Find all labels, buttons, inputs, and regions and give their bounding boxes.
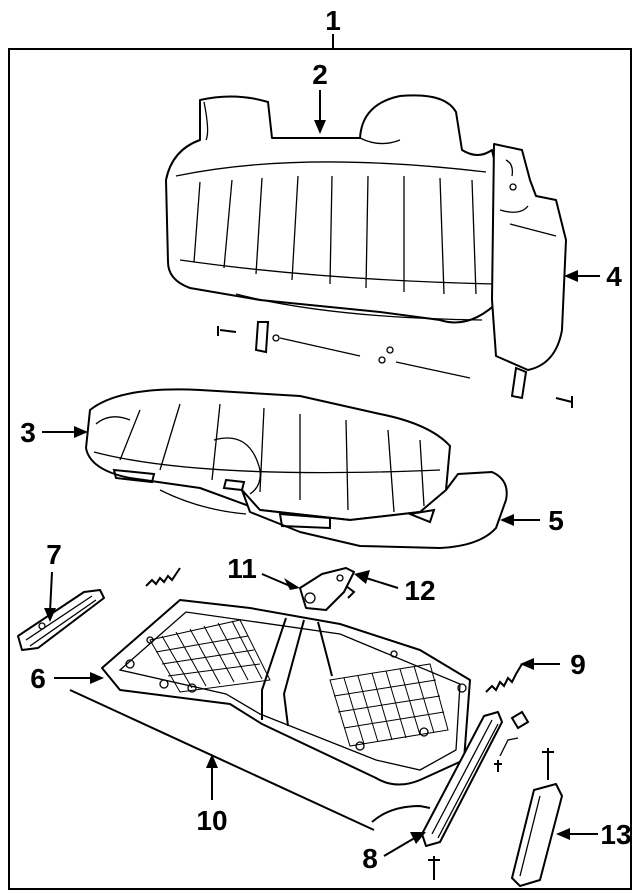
callout-11: 11 xyxy=(227,553,257,584)
callout-10: 10 xyxy=(196,805,227,836)
leader-lines xyxy=(42,90,600,857)
left-seat-adjuster xyxy=(17,589,105,651)
callout-8: 8 xyxy=(362,843,378,874)
seat-riser xyxy=(511,748,563,887)
seat-latch xyxy=(299,567,356,611)
callout-12: 12 xyxy=(404,575,435,606)
seat-cushion-cover xyxy=(85,388,451,521)
callout-7: 7 xyxy=(46,539,62,570)
callout-2: 2 xyxy=(312,59,328,90)
seat-back-hardware xyxy=(217,321,573,408)
left-spring xyxy=(145,567,181,587)
diagram-frame xyxy=(8,48,632,890)
seat-back-cover xyxy=(165,94,501,324)
callout-3: 3 xyxy=(20,417,36,448)
right-seat-adjuster xyxy=(371,710,530,880)
callout-4: 4 xyxy=(606,261,622,292)
callout-1: 1 xyxy=(325,5,341,36)
callout-9: 9 xyxy=(570,649,586,680)
seat-back-panel xyxy=(491,143,567,371)
right-spring xyxy=(485,663,523,693)
seat-frame xyxy=(101,599,471,786)
callout-13: 13 xyxy=(600,819,631,850)
callout-6: 6 xyxy=(30,663,46,694)
callout-5: 5 xyxy=(548,505,564,536)
seat-cushion-pad xyxy=(159,471,508,549)
frame-wire xyxy=(69,689,375,831)
